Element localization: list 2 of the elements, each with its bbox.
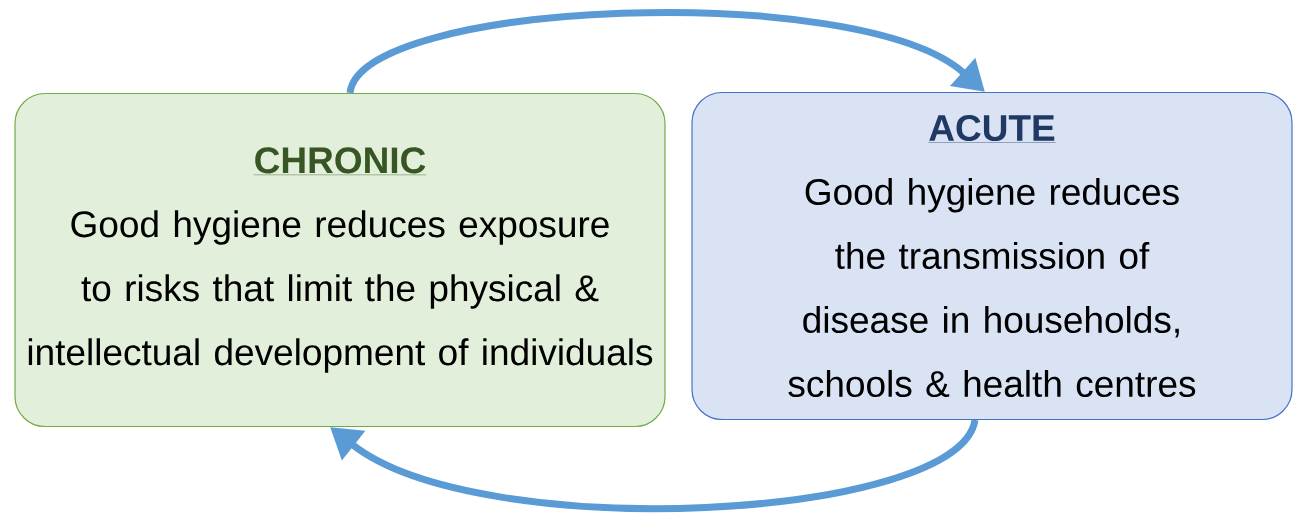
text-box: CHRONIC Good hygiene reduces exposure to risks that limit the physical & intellectual development of individuals: [14, 92, 666, 428]
text-box: ACUTE Good hygiene reduces the transmission of disease in households, schools & health centres: [691, 91, 1293, 421]
